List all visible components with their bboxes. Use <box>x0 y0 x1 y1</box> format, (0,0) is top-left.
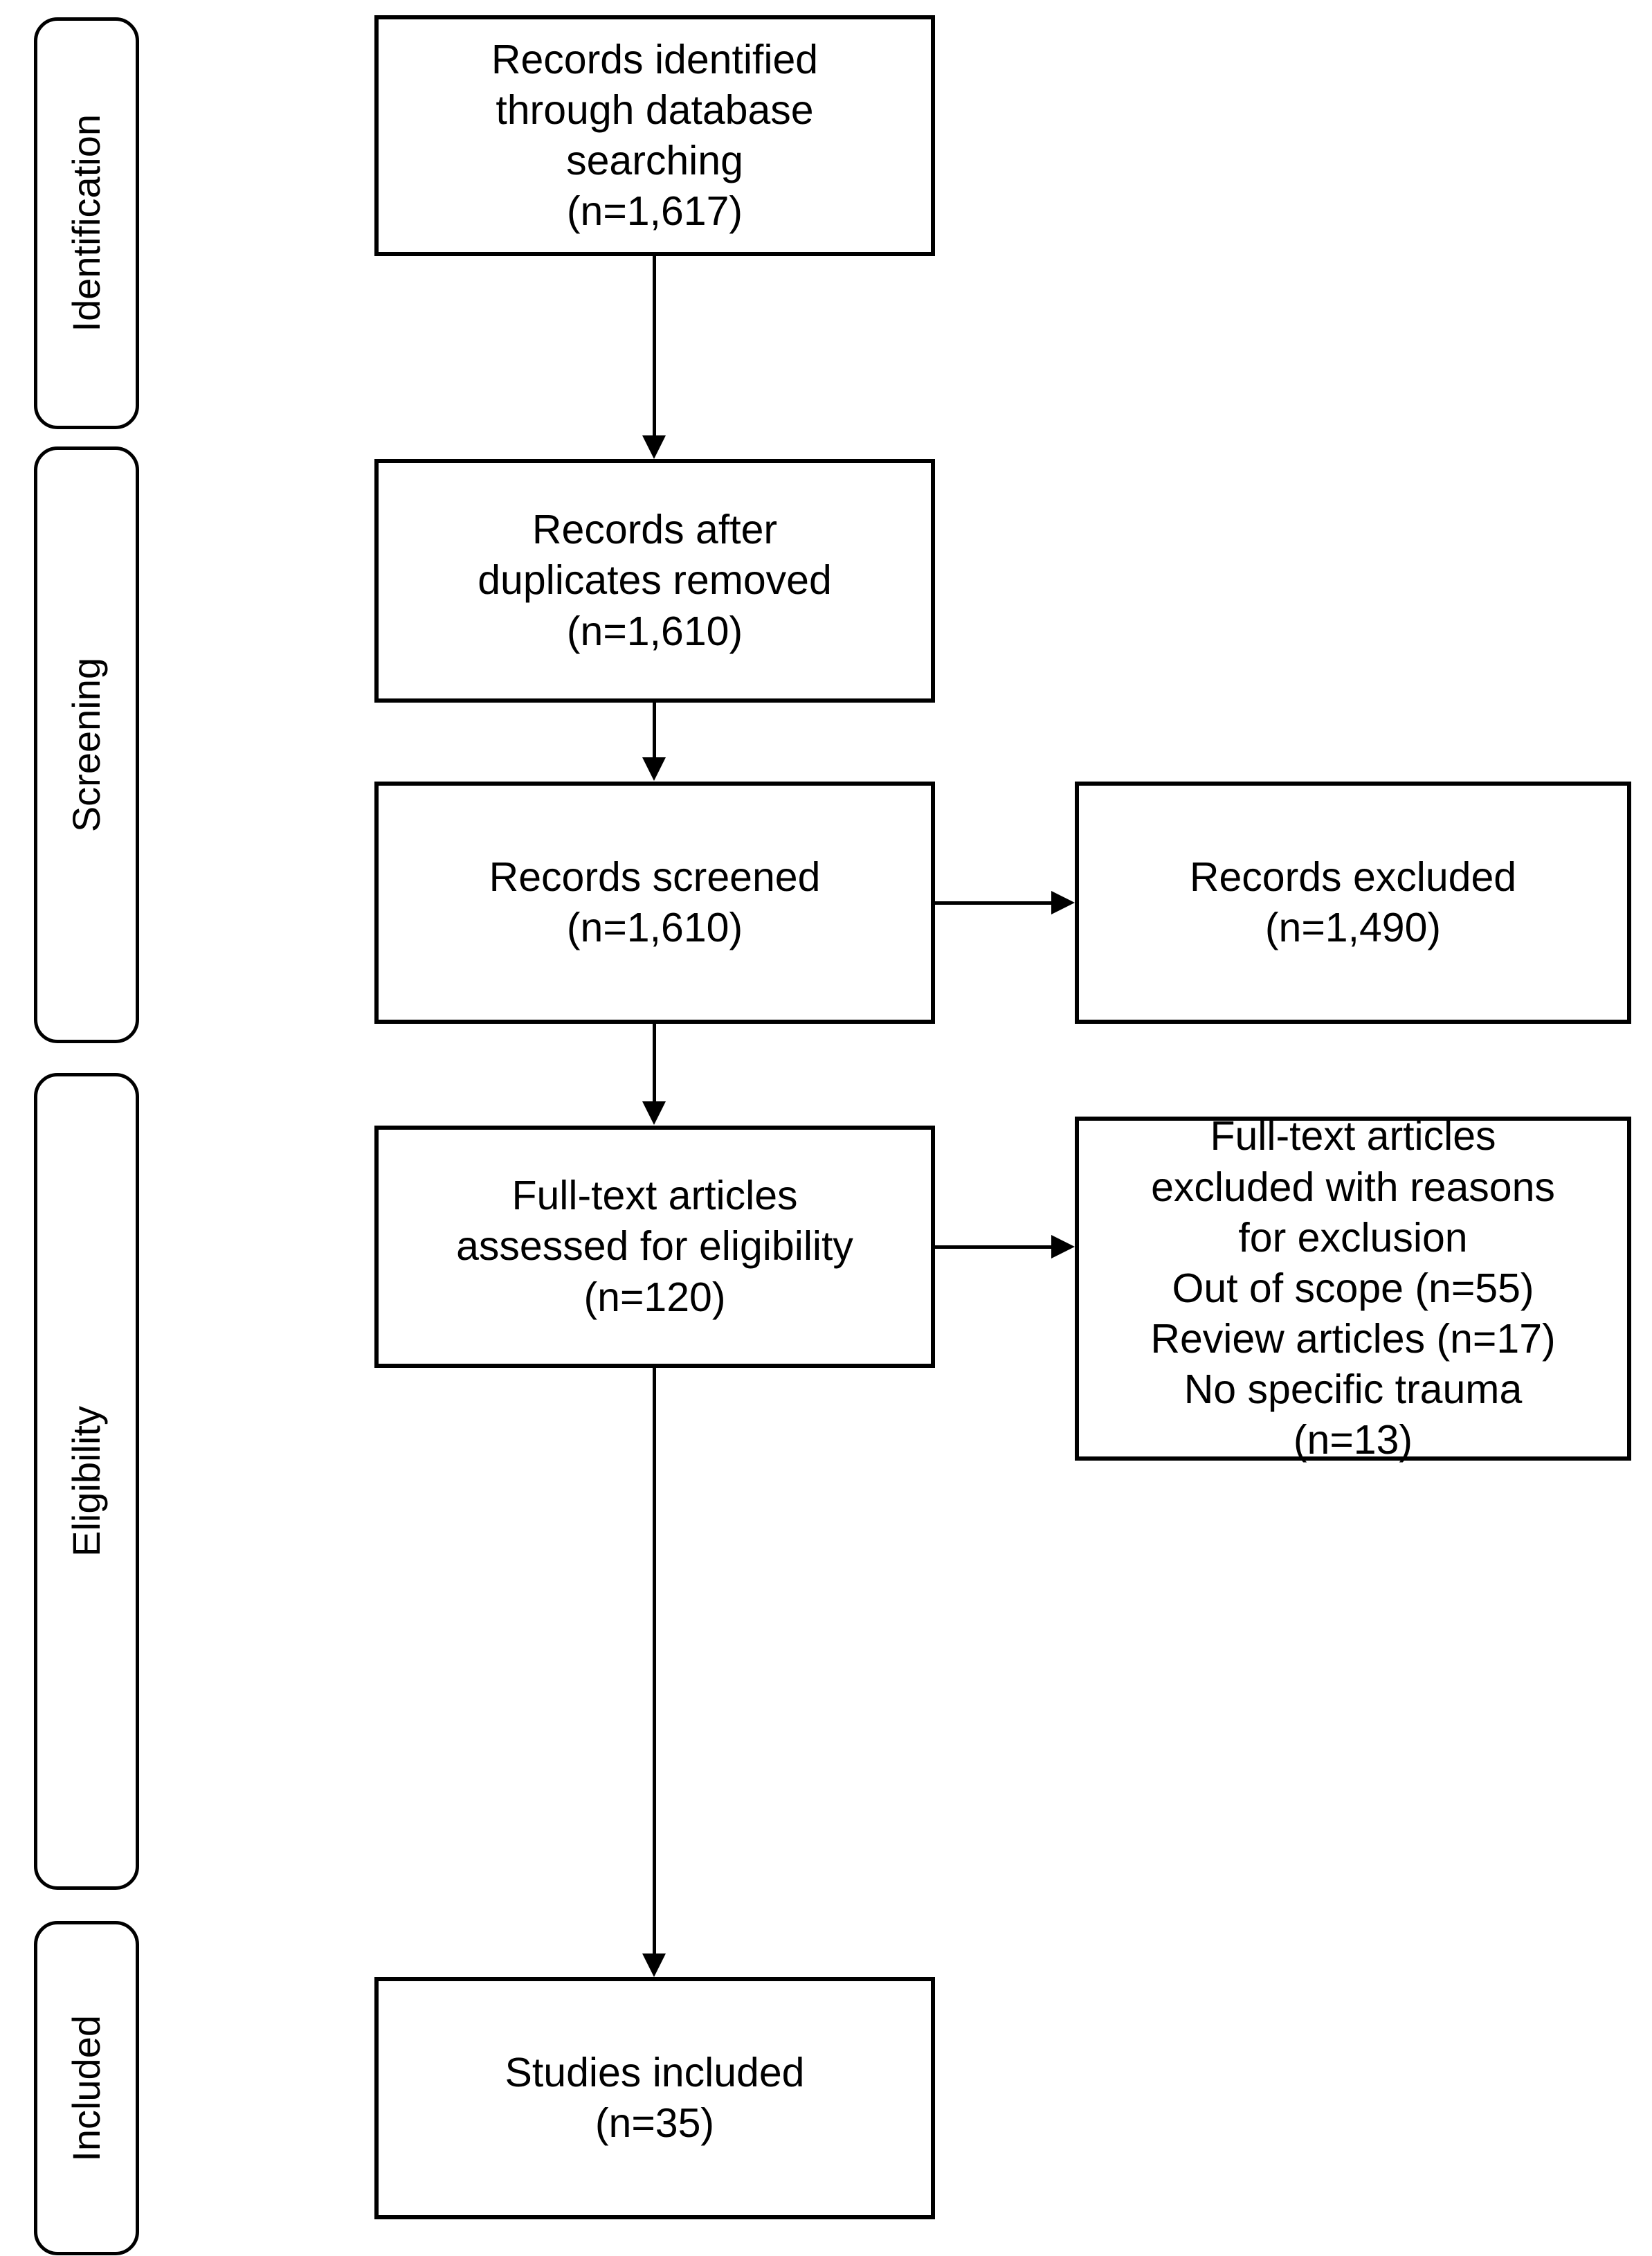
arrowhead-fulltext-to-included <box>642 1953 666 1977</box>
arrowhead-identified-to-deduped <box>642 435 666 459</box>
arrowhead-fulltext-to-excluded <box>1051 1235 1075 1258</box>
stage-identification: Identification <box>34 17 139 429</box>
box-fulltext-assessed: Full-text articles assessed for eligibil… <box>374 1126 935 1368</box>
box-records-identified: Records identified through database sear… <box>374 15 935 256</box>
connector-fulltext-to-excluded <box>935 1245 1054 1249</box>
box-fulltext-assessed-text: Full-text articles assessed for eligibil… <box>456 1173 853 1320</box>
connector-deduped-to-screened <box>653 703 656 759</box>
box-studies-included: Studies included (n=35) <box>374 1977 935 2219</box>
stage-included-label: Included <box>64 2014 108 2162</box>
connector-screened-to-fulltext <box>653 1024 656 1103</box>
box-records-excluded-text: Records excluded (n=1,490) <box>1189 854 1517 950</box>
stage-eligibility: Eligibility <box>34 1073 139 1890</box>
box-records-after-duplicates: Records after duplicates removed (n=1,61… <box>374 459 935 703</box>
connector-identified-to-deduped <box>653 256 656 437</box>
box-records-screened-text: Records screened (n=1,610) <box>489 854 821 950</box>
arrowhead-screened-to-fulltext <box>642 1101 666 1125</box>
stage-eligibility-label: Eligibility <box>64 1406 108 1557</box>
connector-screened-to-excluded <box>935 901 1054 905</box>
box-records-screened: Records screened (n=1,610) <box>374 782 935 1024</box>
box-records-after-duplicates-text: Records after duplicates removed (n=1,61… <box>478 507 832 654</box>
stage-included: Included <box>34 1921 139 2255</box>
box-fulltext-excluded-text: Full-text articles excluded with reasons… <box>1150 1113 1556 1463</box>
box-studies-included-text: Studies included (n=35) <box>505 2049 805 2146</box>
stage-screening-label: Screening <box>64 657 108 833</box>
box-records-identified-text: Records identified through database sear… <box>491 36 819 235</box>
connector-fulltext-to-included <box>653 1368 656 1956</box>
arrowhead-deduped-to-screened <box>642 757 666 781</box>
stage-screening: Screening <box>34 446 139 1043</box>
box-records-excluded: Records excluded (n=1,490) <box>1075 782 1631 1024</box>
arrowhead-screened-to-excluded <box>1051 891 1075 914</box>
box-fulltext-excluded: Full-text articles excluded with reasons… <box>1075 1113 1631 1463</box>
stage-identification-label: Identification <box>64 114 108 332</box>
